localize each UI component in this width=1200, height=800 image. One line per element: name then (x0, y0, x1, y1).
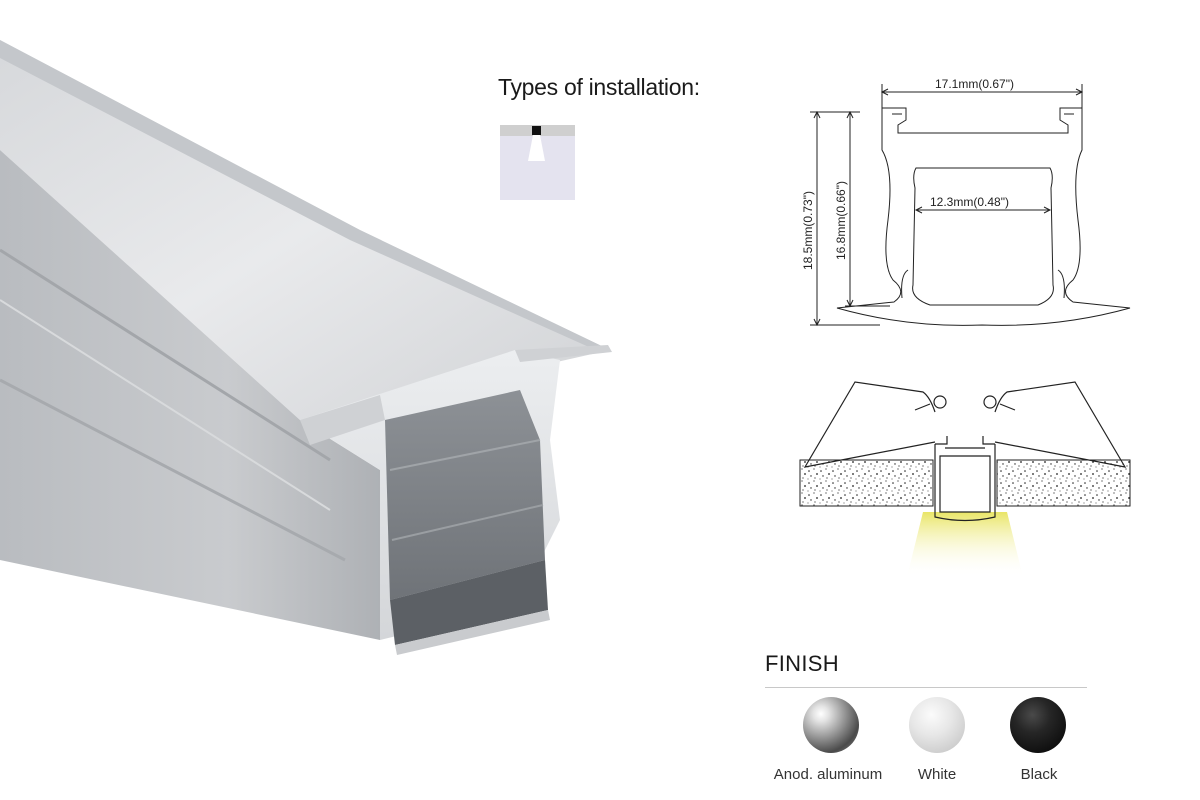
dimension-outer-width: 17.1mm(0.67") (935, 77, 1014, 91)
finish-label-white: White (917, 766, 957, 783)
recessed-mounting-diagram (799, 381, 1131, 577)
profile-cross-section-drawing: 17.1mm(0.67") 12.3mm(0.48") 18.5mm(0.73"… (801, 77, 1131, 327)
recessed-ceiling-light-icon (500, 125, 575, 200)
product-image (0, 40, 612, 655)
dimension-inner-height: 16.8mm(0.66") (834, 181, 848, 260)
dimension-outer-height: 18.5mm(0.73") (801, 191, 815, 270)
finish-title: FINISH (765, 651, 839, 676)
dimension-inner-width: 12.3mm(0.48") (930, 195, 1009, 209)
installation-title: Types of installation: (498, 74, 700, 100)
finish-label-black: Black (1020, 766, 1058, 783)
finish-swatch-aluminum (803, 697, 859, 753)
finish-swatch-white (909, 697, 965, 753)
finish-divider (765, 687, 1087, 688)
profile-side (0, 150, 380, 640)
finish-swatch-black (1010, 697, 1066, 753)
finish-label-aluminum: Anod. aluminum (773, 766, 883, 783)
